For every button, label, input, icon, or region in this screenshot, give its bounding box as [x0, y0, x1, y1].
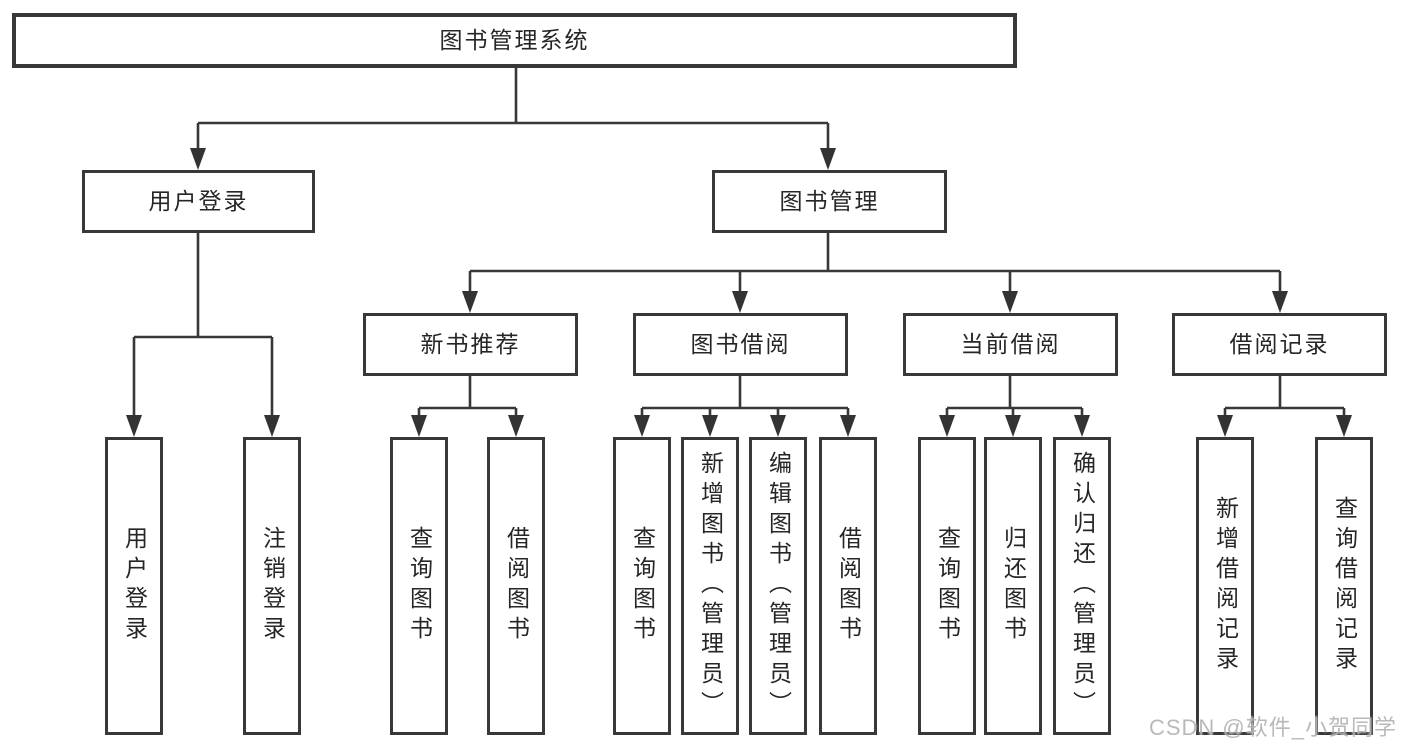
node-user-login: 用户登录 [82, 170, 315, 233]
leaf-bb-query-book: 查询图书 [613, 437, 671, 735]
node-book-management: 图书管理 [712, 170, 947, 233]
leaf-bb-borrow-book: 借阅图书 [819, 437, 877, 735]
leaf-user-login: 用户登录 [105, 437, 163, 735]
node-borrowing-records: 借阅记录 [1172, 313, 1387, 376]
leaf-bb-edit-book-admin: 编辑图书（管理员） [749, 437, 807, 735]
node-new-book-recommendation: 新书推荐 [363, 313, 578, 376]
leaf-nbr-borrow-book: 借阅图书 [487, 437, 545, 735]
leaf-br-query-record: 查询借阅记录 [1315, 437, 1373, 735]
arrowheads [126, 148, 1352, 437]
leaf-br-add-record: 新增借阅记录 [1196, 437, 1254, 735]
leaf-nbr-query-book: 查询图书 [390, 437, 448, 735]
watermark: CSDN @软件_小贺同学 [1148, 715, 1397, 740]
leaf-bb-add-book-admin: 新增图书（管理员） [681, 437, 739, 735]
node-book-borrowing: 图书借阅 [633, 313, 848, 376]
node-library-management-system: 图书管理系统 [12, 13, 1017, 68]
leaf-cb-return-book: 归还图书 [984, 437, 1042, 735]
node-current-borrowing: 当前借阅 [903, 313, 1118, 376]
leaf-cb-confirm-return-admin: 确认归还（管理员） [1053, 437, 1111, 735]
leaf-cb-query-book: 查询图书 [918, 437, 976, 735]
leaf-logout: 注销登录 [243, 437, 301, 735]
